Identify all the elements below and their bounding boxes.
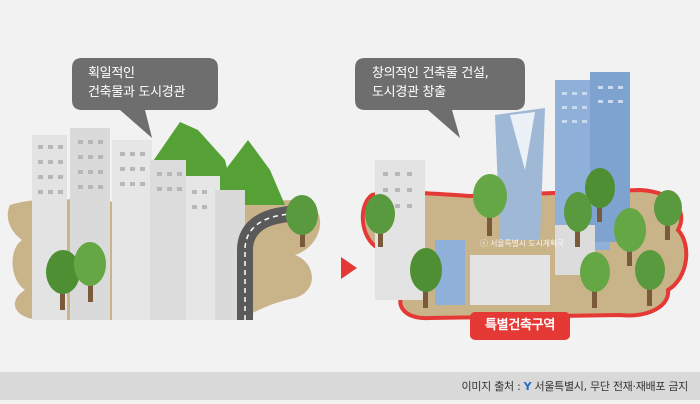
left-bubble-line1: 획일적인 — [88, 66, 135, 81]
right-tree-5 — [614, 208, 646, 266]
right-building-gray-center — [470, 255, 550, 305]
right-bubble-line2: 도시경관 창출 — [372, 85, 446, 100]
right-tree-9 — [635, 250, 665, 306]
copyright-watermark: ⓒ 서울특별시 도시계획국 — [480, 239, 565, 248]
left-tree-2 — [46, 250, 80, 310]
left-speech-bubble — [72, 58, 218, 138]
left-bubble-line2: 건축물과 도시경관 — [88, 85, 186, 100]
right-bubble-text: 창의적인 건축물 건설, 도시경관 창출 — [372, 64, 489, 102]
right-tree-7 — [410, 248, 442, 308]
special-zone-label: 특별건축구역 — [485, 318, 555, 333]
right-scene — [355, 58, 689, 340]
credit-prefix: 이미지 출처 : — [461, 380, 521, 393]
left-tree-1 — [286, 195, 318, 247]
left-bubble-text: 획일적인 건축물과 도시경관 — [88, 64, 185, 102]
right-tree-3 — [585, 168, 615, 222]
left-windows — [38, 140, 207, 209]
seoul-logo-icon: Y — [523, 380, 532, 393]
image-credit: 이미지 출처 : Y 서울특별시, 무단 전재·재배포 금지 — [461, 378, 689, 394]
right-tree-6 — [654, 190, 682, 240]
footer-bar — [0, 372, 700, 400]
left-building-5 — [186, 176, 220, 320]
right-tree-2 — [473, 174, 507, 236]
right-tower-twisted — [495, 108, 545, 240]
left-tree-3 — [74, 242, 106, 302]
right-bubble-line1: 창의적인 건축물 건설, — [372, 66, 489, 81]
left-mountain-small — [210, 140, 285, 205]
left-building-4 — [150, 160, 186, 320]
right-tree-1 — [365, 194, 395, 247]
left-scene — [7, 58, 321, 320]
special-zone-label-box — [470, 312, 570, 340]
right-tree-4 — [564, 192, 592, 247]
credit-suffix: 서울특별시, 무단 전재·재배포 금지 — [534, 380, 689, 393]
transition-arrow — [341, 257, 357, 279]
right-tree-8 — [580, 252, 610, 308]
right-speech-bubble — [355, 58, 525, 138]
